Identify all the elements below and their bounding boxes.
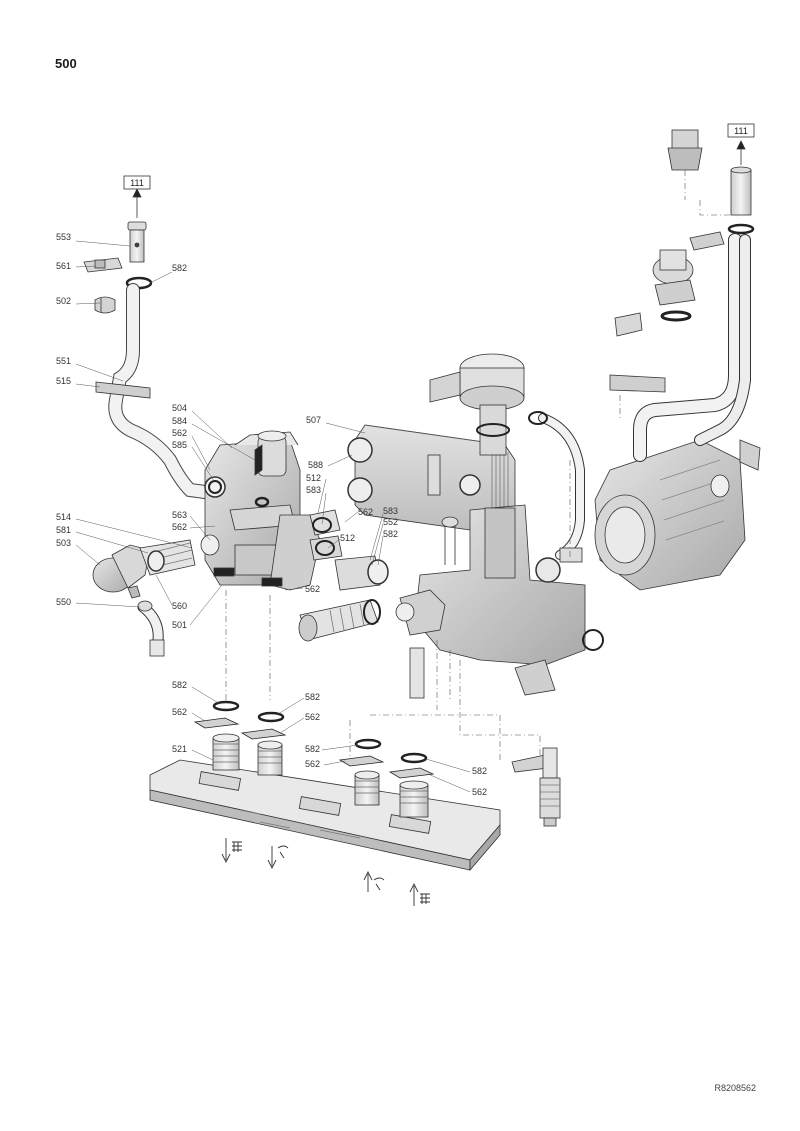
mounting-plate xyxy=(149,759,501,872)
label-562: 562 xyxy=(172,707,187,717)
label-501: 501 xyxy=(172,620,187,630)
label-521: 521 xyxy=(172,744,187,754)
callout-labels: 553 561 582 502 551 515 504 584 562 585 … xyxy=(56,232,487,797)
label-562: 562 xyxy=(358,507,373,517)
label-582: 582 xyxy=(172,263,187,273)
label-515: 515 xyxy=(56,376,71,386)
label-562: 562 xyxy=(305,759,320,769)
label-550: 550 xyxy=(56,597,71,607)
label-512: 512 xyxy=(340,533,355,543)
reference-box-right-label: 111 xyxy=(734,126,748,136)
label-584: 584 xyxy=(172,416,187,426)
label-562: 562 xyxy=(305,584,320,594)
label-582: 582 xyxy=(305,692,320,702)
left-outlet-pipe-assembly xyxy=(83,188,212,499)
label-581: 581 xyxy=(56,525,71,535)
label-512: 512 xyxy=(306,473,321,483)
plate-connectors xyxy=(212,733,429,818)
label-582: 582 xyxy=(172,680,187,690)
label-585: 585 xyxy=(172,440,187,450)
label-504: 504 xyxy=(172,403,187,413)
label-551: 551 xyxy=(56,356,71,366)
central-hydraulic-block xyxy=(395,504,604,699)
label-583: 583 xyxy=(306,485,321,495)
drain-valve xyxy=(511,747,561,827)
label-562: 562 xyxy=(472,787,487,797)
label-563: 563 xyxy=(172,510,187,520)
label-514: 514 xyxy=(56,512,71,522)
label-583: 583 xyxy=(383,506,398,516)
label-562: 562 xyxy=(172,428,187,438)
fan-motor xyxy=(429,353,525,456)
label-588: 588 xyxy=(308,460,323,470)
label-562: 562 xyxy=(172,522,187,532)
reference-box-right: 111 xyxy=(727,123,755,138)
label-503: 503 xyxy=(56,538,71,548)
label-561: 561 xyxy=(56,261,71,271)
orings-and-clips xyxy=(193,700,435,779)
label-552: 552 xyxy=(383,517,398,527)
flow-symbols xyxy=(221,838,430,906)
label-507: 507 xyxy=(306,415,321,425)
label-582: 582 xyxy=(305,744,320,754)
label-502: 502 xyxy=(56,296,71,306)
label-562: 562 xyxy=(305,712,320,722)
right-pipe-assembly xyxy=(528,129,755,563)
label-582: 582 xyxy=(383,529,398,539)
label-582: 582 xyxy=(472,766,487,776)
label-553: 553 xyxy=(56,232,71,242)
hose-550 xyxy=(137,600,165,657)
label-560: 560 xyxy=(172,601,187,611)
filter-cartridge xyxy=(298,509,389,642)
drawing-reference: R8208562 xyxy=(714,1083,756,1093)
reference-box-left: 111 xyxy=(123,175,151,190)
air-vent-assembly xyxy=(92,539,196,599)
plate-heat-exchanger xyxy=(347,424,516,536)
leader-lines xyxy=(75,240,471,793)
right-pump-assembly xyxy=(594,439,761,591)
reference-box-left-label: 111 xyxy=(130,178,144,188)
page-title: 500 xyxy=(55,56,77,71)
left-valve-body xyxy=(200,430,321,591)
assembly-guide-lines xyxy=(225,170,735,760)
